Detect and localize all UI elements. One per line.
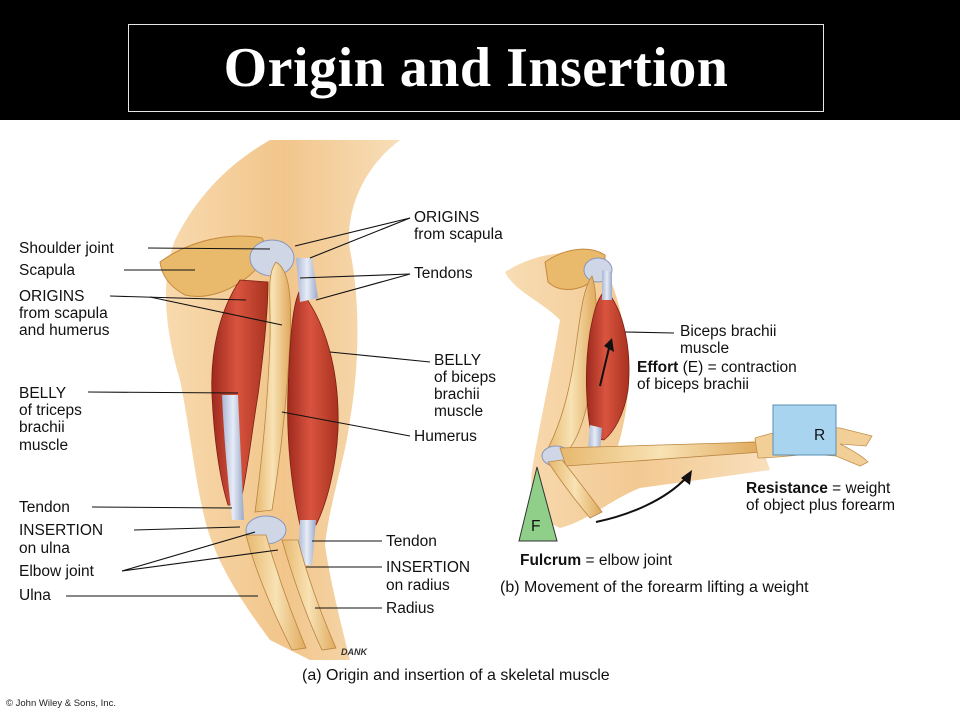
copyright-notice: © John Wiley & Sons, Inc. xyxy=(6,698,116,709)
fulcrum-triangle xyxy=(518,466,558,542)
label-effort-rest: (E) = contraction xyxy=(678,359,796,376)
figure-b-labels: Biceps brachii muscle Effort (E) = contr… xyxy=(500,323,895,596)
biceps-tendon-bottom xyxy=(298,520,316,565)
label-origins-top-1: ORIGINS xyxy=(414,209,479,226)
caption-figure-b: (b) Movement of the forearm lifting a we… xyxy=(500,579,809,596)
artist-signature: DANK xyxy=(341,647,368,657)
radius-bone xyxy=(281,539,337,651)
label-biceps-b-1: Biceps brachii xyxy=(680,323,777,340)
label-resistance-line2: of object plus forearm xyxy=(746,497,895,514)
label-belly-triceps-2: of triceps xyxy=(19,402,82,419)
label-effort-bold: Effort xyxy=(637,359,678,376)
figure-a-labels: Shoulder joint Scapula ORIGINS from scap… xyxy=(19,209,610,684)
label-elbow-joint: Elbow joint xyxy=(19,563,95,580)
label-belly-triceps-4: muscle xyxy=(19,437,68,454)
title-bar: Origin and Insertion xyxy=(0,0,960,120)
biceps-tendon-top xyxy=(296,258,318,302)
label-belly-biceps-2: of biceps xyxy=(434,369,496,386)
label-tendon-right: Tendon xyxy=(386,533,437,550)
slide-title: Origin and Insertion xyxy=(223,37,729,99)
label-insertion-ulna-2: on ulna xyxy=(19,540,70,557)
label-origins-top-2: from scapula xyxy=(414,226,503,243)
label-ulna: Ulna xyxy=(19,587,51,604)
figure-b-leaders xyxy=(624,331,675,334)
weight-box xyxy=(772,404,837,456)
label-fulcrum-bold: Fulcrum xyxy=(520,552,581,569)
label-origins-left-2: from scapula xyxy=(19,305,108,322)
label-tendon-left: Tendon xyxy=(19,499,70,516)
label-shoulder-joint: Shoulder joint xyxy=(19,240,114,257)
label-origins-left-3: and humerus xyxy=(19,322,110,339)
label-insertion-ulna-1: INSERTION xyxy=(19,522,103,539)
label-belly-biceps-3: brachii xyxy=(434,386,480,403)
label-scapula: Scapula xyxy=(19,262,75,279)
biceps-b-tendon-top xyxy=(602,270,612,300)
triceps-tendon xyxy=(222,395,244,520)
label-origins-left-1: ORIGINS xyxy=(19,288,84,305)
label-resistance: Resistance = weight xyxy=(746,480,891,497)
label-tendons: Tendons xyxy=(414,265,473,282)
resistance-marker-r: R xyxy=(814,427,825,444)
label-effort: Effort (E) = contraction xyxy=(637,359,797,376)
label-resistance-rest: = weight xyxy=(828,480,891,497)
label-belly-biceps-4: muscle xyxy=(434,403,483,420)
fulcrum-marker-f: F xyxy=(531,518,540,535)
label-belly-triceps-3: brachii xyxy=(19,419,65,436)
label-insertion-radius-1: INSERTION xyxy=(386,559,470,576)
label-resistance-bold: Resistance xyxy=(746,480,828,497)
biceps-b-tendon-bottom xyxy=(588,425,602,452)
label-belly-biceps-1: BELLY xyxy=(434,352,481,369)
ulna-b-bone xyxy=(547,459,603,519)
figure-b-illustration: R F xyxy=(505,248,873,542)
figure-a-leaders xyxy=(66,217,431,609)
label-radius: Radius xyxy=(386,600,434,617)
title-frame: Origin and Insertion xyxy=(128,24,824,112)
label-fulcrum-rest: = elbow joint xyxy=(581,552,673,569)
label-belly-triceps-1: BELLY xyxy=(19,385,66,402)
ulna-bone xyxy=(245,534,307,651)
label-fulcrum: Fulcrum = elbow joint xyxy=(520,552,673,569)
label-humerus: Humerus xyxy=(414,428,477,445)
label-biceps-b-2: muscle xyxy=(680,340,729,357)
caption-figure-a: (a) Origin and insertion of a skeletal m… xyxy=(302,667,610,684)
anatomy-figure: Shoulder joint Scapula ORIGINS from scap… xyxy=(6,140,895,709)
figure-a-illustration xyxy=(159,140,400,660)
label-insertion-radius-2: on radius xyxy=(386,577,450,594)
label-effort-line2: of biceps brachii xyxy=(637,376,749,393)
